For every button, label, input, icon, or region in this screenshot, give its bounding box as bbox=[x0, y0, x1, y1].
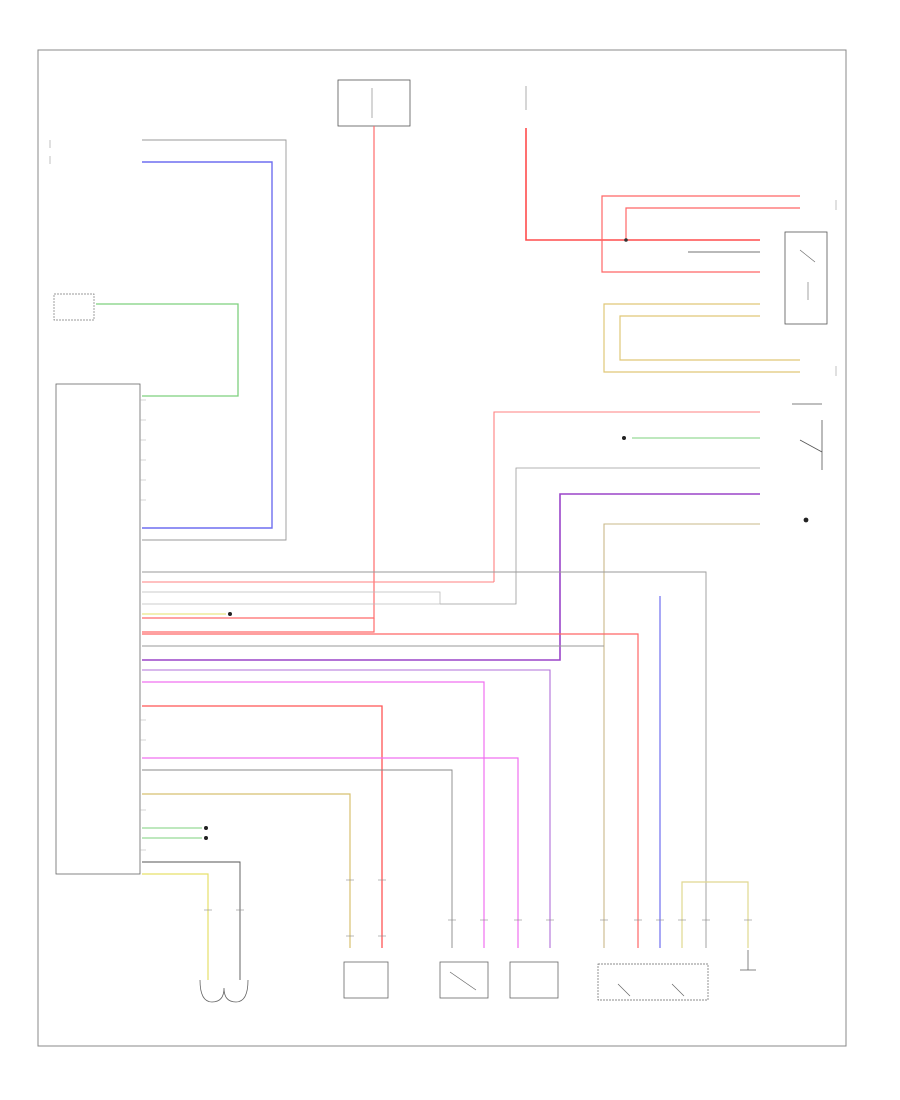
fuse-box-top bbox=[337, 79, 411, 127]
wire-purple bbox=[142, 493, 760, 661]
wire-tan-right bbox=[603, 303, 800, 373]
wire-red-main bbox=[142, 126, 375, 633]
diagram-frame bbox=[37, 49, 847, 1047]
relay-block bbox=[784, 231, 828, 325]
comp-4 bbox=[597, 963, 709, 1001]
wire-blue-left bbox=[142, 161, 273, 529]
wire-green bbox=[96, 303, 239, 397]
wire-red-topright bbox=[525, 128, 760, 241]
actuator-bottom-left bbox=[199, 979, 249, 1003]
control-module bbox=[55, 383, 141, 875]
comp-1 bbox=[343, 961, 389, 999]
switch-right bbox=[792, 403, 823, 470]
comp-2 bbox=[439, 961, 489, 999]
sensor-block bbox=[53, 293, 95, 321]
comp-5 bbox=[740, 950, 756, 971]
comp-3 bbox=[509, 961, 559, 999]
